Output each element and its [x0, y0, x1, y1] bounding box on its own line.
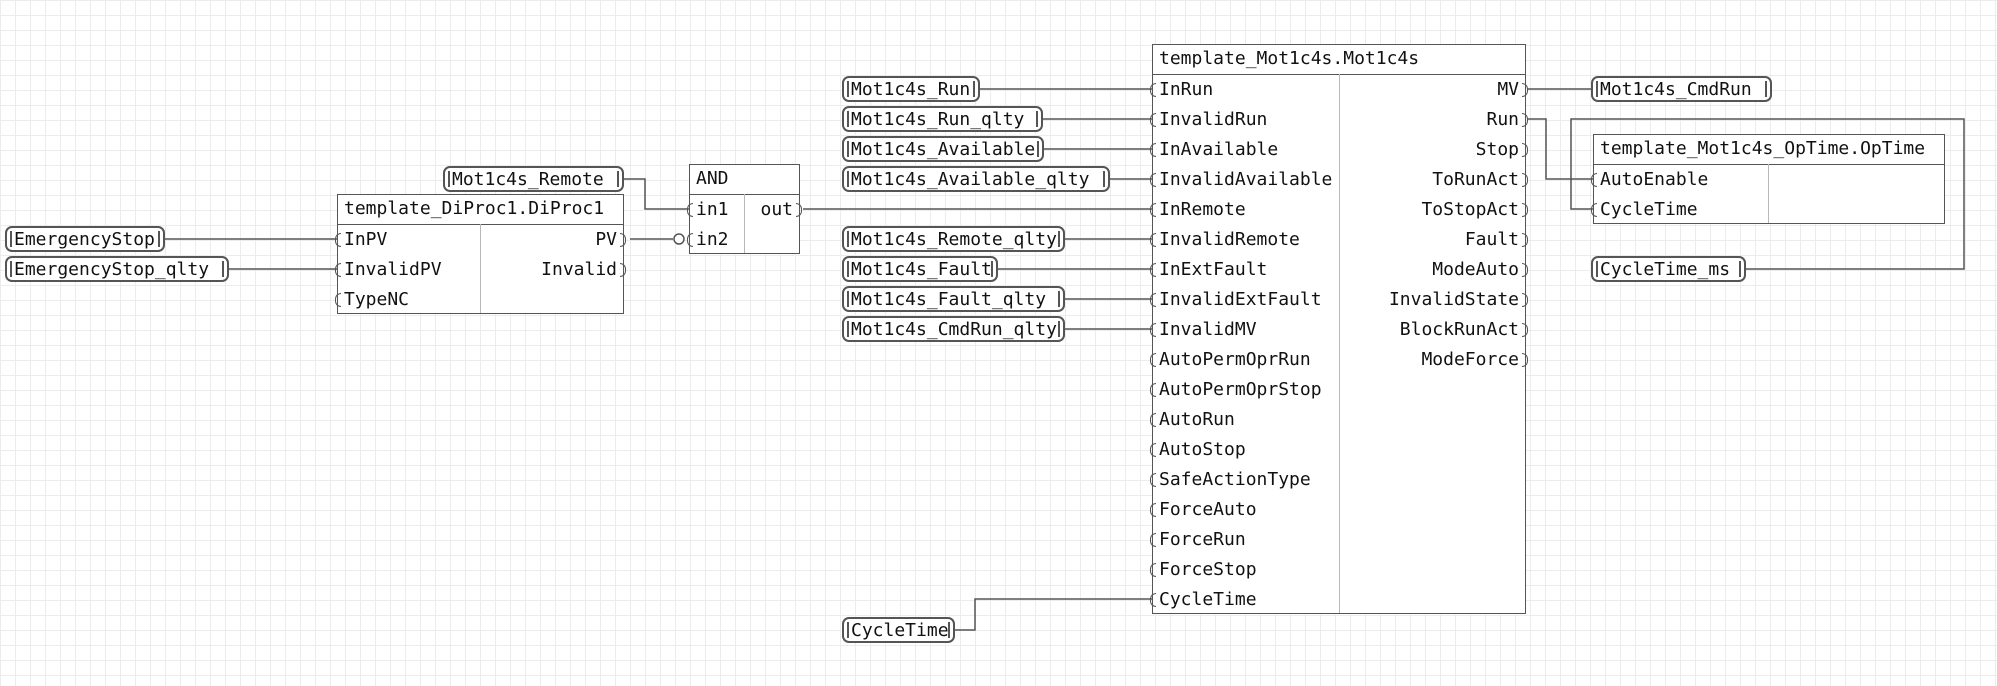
pin-modeauto[interactable]: ModeAuto	[1432, 259, 1528, 280]
variable-cycletime[interactable]: CycleTime	[842, 617, 955, 643]
variable-mot1c4s-available-qlty[interactable]: Mot1c4s_Available_qlty	[842, 166, 1110, 192]
variable-emergencystop-qlty[interactable]: EmergencyStop_qlty	[5, 256, 229, 282]
block-separator	[1339, 74, 1340, 613]
pin-cycletime[interactable]: CycleTime	[1150, 589, 1257, 610]
pin-invalidstate[interactable]: InvalidState	[1388, 289, 1529, 310]
block-separator	[1768, 164, 1769, 223]
pin-inremote[interactable]: InRemote	[1150, 199, 1246, 220]
pin-invalidmv[interactable]: InvalidMV	[1150, 319, 1257, 340]
variable-mot1c4s-fault[interactable]: Mot1c4s_Fault	[842, 256, 998, 282]
pin-out[interactable]: out	[760, 199, 802, 220]
pin-tostopact[interactable]: ToStopAct	[1421, 199, 1528, 220]
block-divider	[1594, 164, 1944, 165]
pin-inrun[interactable]: InRun	[1149, 79, 1214, 100]
negation-circle	[673, 233, 685, 245]
wire-cycletime-ms-optime	[1570, 118, 1965, 270]
variable-mot1c4s-remote[interactable]: Mot1c4s_Remote	[443, 166, 624, 192]
pin-pv[interactable]: PV	[595, 229, 626, 250]
variable-cycletime-ms[interactable]: CycleTime_ms	[1591, 256, 1746, 282]
pin-invalidrun[interactable]: InvalidRun	[1149, 109, 1268, 130]
pin-in2[interactable]: in2	[687, 229, 729, 250]
pin-autorun[interactable]: AutoRun	[1150, 409, 1235, 430]
pin-autopermoprrun[interactable]: AutoPermOprRun	[1150, 349, 1311, 370]
variable-mot1c4s-cmdrun-qlty[interactable]: Mot1c4s_CmdRun_qlty	[842, 316, 1065, 342]
pin-torunact[interactable]: ToRunAct	[1432, 169, 1528, 190]
pin-inpv[interactable]: InPV	[334, 229, 388, 250]
block-separator	[744, 194, 745, 253]
pin-typenc[interactable]: TypeNC	[334, 289, 410, 310]
pin-forcerun[interactable]: ForceRun	[1150, 529, 1246, 550]
block-title: template_DiProc1.DiProc1	[344, 198, 605, 219]
pin-invalidextfault[interactable]: InvalidExtFault	[1150, 289, 1322, 310]
variable-mot1c4s-run-qlty[interactable]: Mot1c4s_Run_qlty	[842, 106, 1043, 132]
pin-autostop[interactable]: AutoStop	[1150, 439, 1246, 460]
pin-autopermoprstop[interactable]: AutoPermOprStop	[1150, 379, 1322, 400]
block-separator	[480, 224, 481, 313]
block-title: template_Mot1c4s_OpTime.OpTime	[1600, 138, 1926, 159]
variable-mot1c4s-cmdrun[interactable]: Mot1c4s_CmdRun	[1591, 76, 1772, 102]
variable-mot1c4s-run[interactable]: Mot1c4s_Run	[842, 76, 980, 102]
pin-autoenable[interactable]: AutoEnable	[1590, 169, 1709, 190]
variable-mot1c4s-fault-qlty[interactable]: Mot1c4s_Fault_qlty	[842, 286, 1065, 312]
pin-fault[interactable]: Fault	[1464, 229, 1529, 250]
pin-forceauto[interactable]: ForceAuto	[1150, 499, 1257, 520]
diproc-block[interactable]: template_DiProc1.DiProc1 InPV InvalidPV …	[334, 194, 626, 314]
optime-block[interactable]: template_Mot1c4s_OpTime.OpTime AutoEnabl…	[1590, 134, 1945, 224]
pin-cycletime[interactable]: CycleTime	[1591, 199, 1698, 220]
pin-mv[interactable]: MV	[1497, 79, 1528, 100]
pin-invalidavailable[interactable]: InvalidAvailable	[1149, 169, 1333, 190]
pin-invalid[interactable]: Invalid	[541, 259, 626, 280]
pin-invalidremote[interactable]: InvalidRemote	[1150, 229, 1300, 250]
pin-safeactiontype[interactable]: SafeActionType	[1150, 469, 1311, 490]
mot1c4s-block[interactable]: template_Mot1c4s.Mot1c4s InRun InvalidRu…	[1149, 44, 1529, 614]
pin-run[interactable]: Run	[1486, 109, 1528, 130]
block-title: template_Mot1c4s.Mot1c4s	[1159, 48, 1420, 69]
and-block[interactable]: AND in1 in2 out	[687, 164, 802, 254]
block-title: AND	[696, 168, 729, 189]
pin-modeforce[interactable]: ModeForce	[1421, 349, 1528, 370]
wire-remote-in1	[624, 178, 691, 210]
pin-inavailable[interactable]: InAvailable	[1149, 139, 1279, 160]
pin-forcestop[interactable]: ForceStop	[1150, 559, 1257, 580]
variable-emergencystop[interactable]: EmergencyStop	[5, 226, 165, 252]
pin-stop[interactable]: Stop	[1475, 139, 1529, 160]
wire-run-autoenable	[1528, 118, 1595, 180]
pin-inextfault[interactable]: InExtFault	[1149, 259, 1268, 280]
pin-invalidpv[interactable]: InvalidPV	[335, 259, 442, 280]
variable-mot1c4s-remote-qlty[interactable]: Mot1c4s_Remote_qlty	[842, 226, 1065, 252]
pin-in1[interactable]: in1	[687, 199, 729, 220]
pin-blockrunact[interactable]: BlockRunAct	[1399, 319, 1529, 340]
variable-mot1c4s-available[interactable]: Mot1c4s_Available	[842, 136, 1044, 162]
wire-cycletime-mot	[955, 598, 1153, 631]
